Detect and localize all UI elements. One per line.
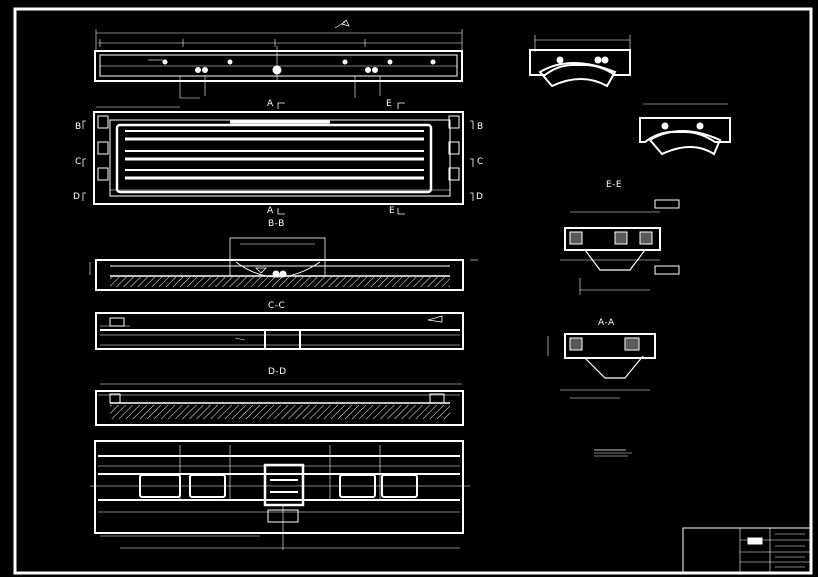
notes-block [594, 449, 632, 457]
view-title-bb: B-B [268, 219, 285, 229]
section-label-d-left: D [73, 192, 80, 202]
section-label-c-left: C [75, 157, 82, 167]
section-bb-view [89, 237, 478, 291]
section-label-a-bottom: A [267, 206, 274, 216]
top-elevation-view [94, 19, 463, 99]
section-label-b-right: B [477, 122, 484, 132]
drawing-frame [13, 7, 813, 575]
section-label-e-top: E [386, 99, 392, 109]
view-title-cc: C-C [268, 301, 286, 311]
section-aa-detail [547, 333, 656, 399]
bottom-plan-view [90, 440, 470, 550]
dd-hatch [110, 405, 450, 419]
view-title-ee: E-E [606, 180, 623, 190]
plan-view [82, 102, 474, 215]
section-label-c-right: C [477, 157, 484, 167]
section-label-a-top: A [267, 99, 274, 109]
section-ee-detail [560, 199, 680, 295]
section-dd-view [95, 383, 464, 426]
section-label-d-right: D [476, 192, 483, 202]
title-block [682, 527, 812, 574]
detail-upper-right-2 [639, 103, 731, 156]
view-title-aa: A-A [598, 318, 615, 328]
view-title-dd: D-D [268, 367, 287, 377]
detail-upper-right-1 [529, 35, 631, 88]
section-label-b-left: B [75, 122, 82, 132]
section-label-e-bottom: E [389, 206, 395, 216]
bb-hatch [110, 277, 450, 287]
section-cc-view [95, 312, 464, 350]
